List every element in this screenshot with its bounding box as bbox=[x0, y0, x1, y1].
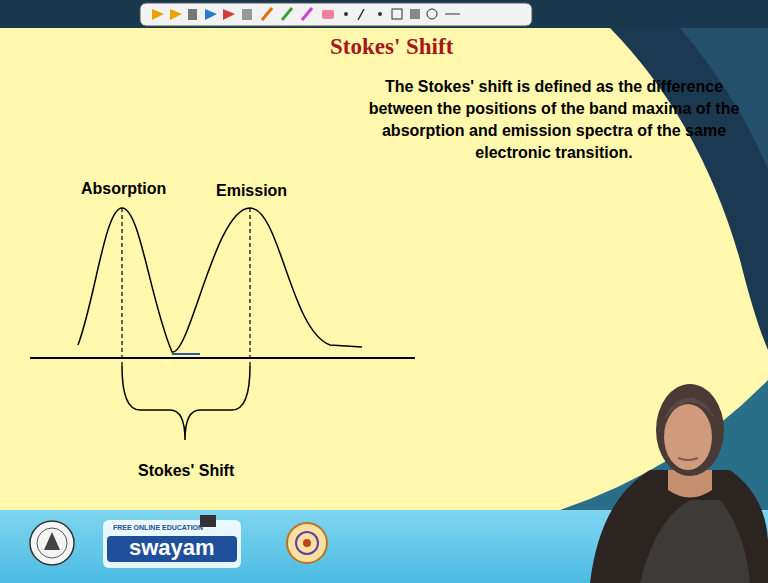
baseline bbox=[30, 357, 415, 359]
presenter bbox=[590, 384, 768, 583]
overlap-mark bbox=[172, 353, 200, 355]
spectrum-curve bbox=[78, 208, 362, 352]
peak-marker bbox=[121, 208, 122, 366]
logo-tagline: FREE ONLINE EDUCATION bbox=[113, 524, 203, 531]
institute-seal bbox=[30, 521, 74, 565]
slide-title: Stokes' Shift bbox=[330, 34, 453, 60]
partner-logo bbox=[287, 523, 327, 563]
peak-label: Emission bbox=[216, 182, 287, 200]
logo-wordmark: swayam bbox=[129, 535, 215, 561]
peak-label: Absorption bbox=[81, 180, 166, 198]
bracket-label: Stokes' Shift bbox=[138, 462, 234, 480]
definition-text: The Stokes' shift is defined as the diff… bbox=[354, 76, 754, 164]
toolbar-icons bbox=[152, 8, 460, 20]
swayam-logo bbox=[103, 515, 241, 568]
shift-bracket bbox=[122, 366, 250, 440]
peak-marker bbox=[249, 208, 250, 366]
